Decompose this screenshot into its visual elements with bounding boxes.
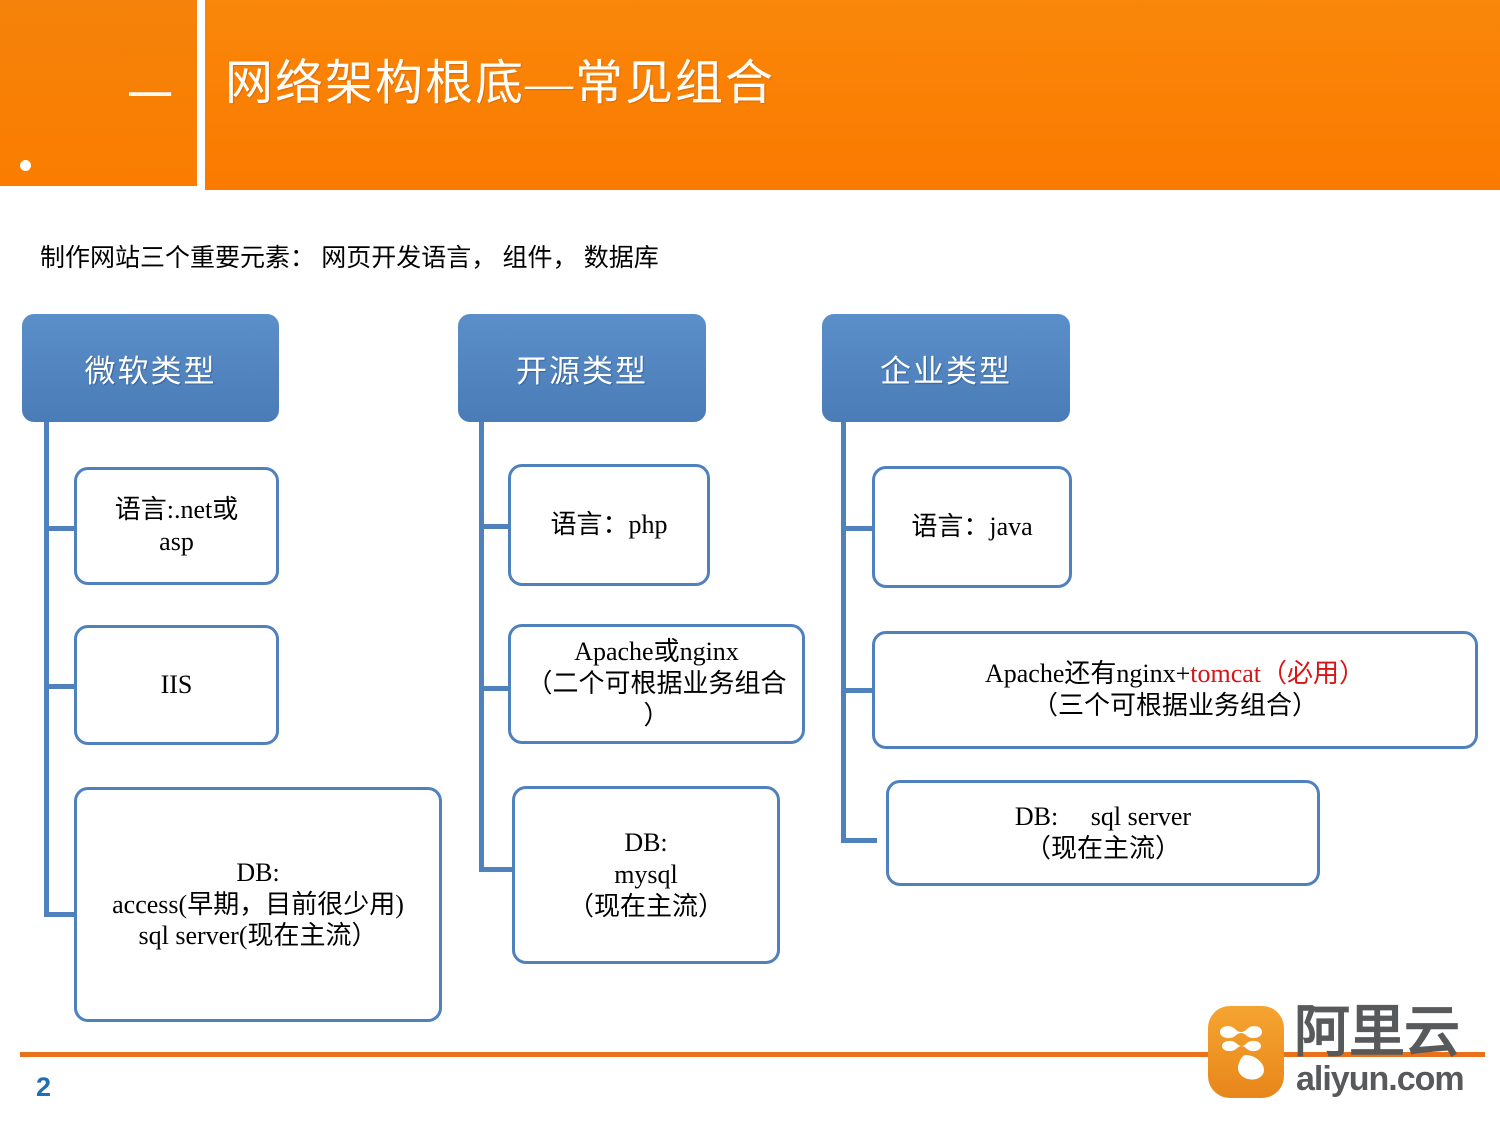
page-title: 网络架构根底—常见组合: [225, 57, 776, 110]
node-ent-server[interactable]: Apache还有nginx+tomcat（必用） （三个可根据业务组合）: [872, 631, 1478, 749]
branch-line-os-db: [479, 867, 515, 872]
header-left-block: 一: [0, 0, 197, 186]
node-ent-server-text: Apache还有nginx+tomcat（必用） （三个可根据业务组合）: [984, 659, 1366, 720]
aliyun-logo: 阿里云 aliyun.com: [1208, 1004, 1488, 1100]
node-ent-lang[interactable]: 语言：java: [872, 466, 1072, 588]
node-ms-db[interactable]: DB: access(早期，目前很少用) sql server(现在主流）: [74, 787, 442, 1022]
node-ms-server[interactable]: IIS: [74, 625, 279, 745]
node-ms-lang-text: 语言:.net或 asp: [114, 495, 239, 556]
node-ent-db-text: DB: sql server （现在主流）: [1014, 802, 1192, 863]
node-os-lang[interactable]: 语言：php: [508, 464, 710, 586]
column-header-enterprise[interactable]: 企业类型: [822, 314, 1070, 422]
page-number: 2: [36, 1072, 52, 1102]
node-os-lang-text: 语言：php: [550, 510, 668, 540]
trunk-line-microsoft: [44, 422, 49, 917]
branch-line-os-lang: [479, 524, 515, 529]
branch-line-ent-db: [841, 838, 877, 843]
branch-line-os-server: [479, 686, 515, 691]
header-right-block: [205, 0, 1500, 190]
node-os-server[interactable]: Apache或nginx （二个可根据业务组合 ）: [508, 624, 805, 744]
column-header-label: 微软类型: [84, 353, 217, 389]
footer-divider: [20, 1052, 1485, 1057]
column-header-label: 开源类型: [516, 353, 648, 389]
node-ms-lang[interactable]: 语言:.net或 asp: [74, 467, 279, 585]
trunk-line-opensource: [479, 422, 484, 872]
section-number: 一: [127, 71, 175, 122]
node-os-server-text: Apache或nginx （二个可根据业务组合 ）: [526, 637, 787, 730]
branch-line-ms-db: [44, 912, 84, 917]
column-header-label: 企业类型: [880, 353, 1012, 389]
bullet-dot-icon: [20, 160, 31, 171]
branch-line-ent-server: [841, 688, 877, 693]
column-header-microsoft[interactable]: 微软类型: [22, 314, 279, 422]
node-ent-lang-text: 语言：java: [911, 512, 1033, 542]
branch-line-ent-lang: [841, 526, 877, 531]
node-os-db-text: DB: mysql （现在主流）: [567, 828, 724, 921]
node-ent-db[interactable]: DB: sql server （现在主流）: [886, 780, 1320, 886]
aliyun-logo-en: aliyun.com: [1296, 1060, 1465, 1098]
node-ent-server-highlight: tomcat（必用）: [1190, 659, 1366, 689]
aliyun-glyph-icon: [1220, 1026, 1264, 1080]
node-os-db[interactable]: DB: mysql （现在主流）: [512, 786, 780, 964]
branch-line-ms-server: [44, 684, 84, 689]
trunk-line-enterprise: [841, 422, 846, 842]
branch-line-ms-lang: [44, 526, 84, 531]
lead-text: 制作网站三个重要元素： 网页开发语言， 组件， 数据库: [40, 245, 659, 272]
column-header-opensource[interactable]: 开源类型: [458, 314, 706, 422]
aliyun-logo-cn: 阿里云: [1294, 1000, 1460, 1063]
node-ms-db-text: DB: access(早期，目前很少用) sql server(现在主流）: [112, 857, 404, 951]
node-ms-server-text: IIS: [160, 670, 193, 700]
aliyun-mark-icon: [1208, 1006, 1284, 1098]
